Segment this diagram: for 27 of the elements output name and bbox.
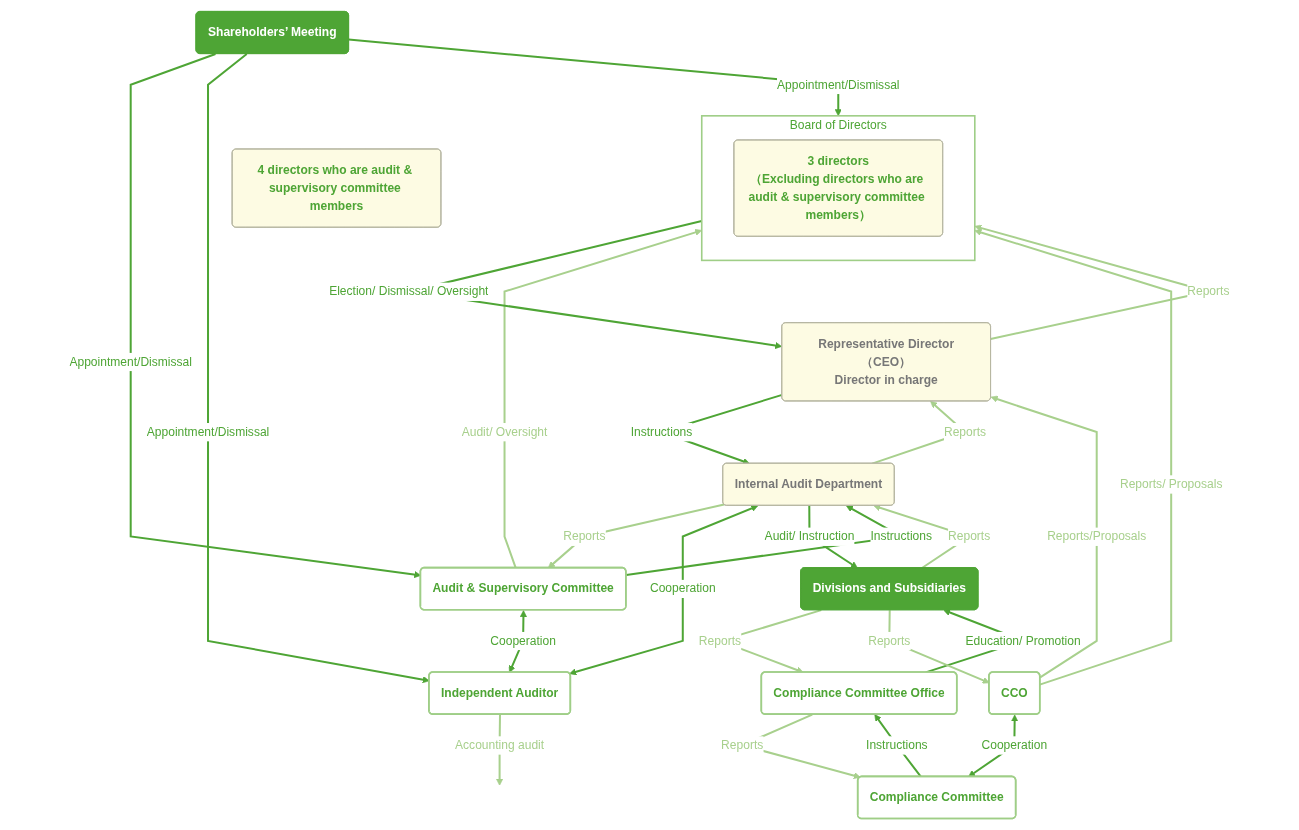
edge-label: Cooperation — [490, 633, 556, 648]
edge-label: Reports — [948, 529, 991, 543]
edge-label: Audit/ Instruction — [764, 529, 855, 543]
edge-label: Appointment/Dismissal — [69, 354, 193, 369]
edge-label: Reports — [698, 633, 742, 648]
arrow — [990, 395, 1098, 679]
edge-label: Reports — [721, 737, 764, 752]
edge-label: Reports — [1187, 284, 1230, 298]
edge-label: Election/ Dismissal/ Oversight — [329, 284, 489, 298]
arrow — [974, 229, 1173, 686]
edge-label: Reports — [868, 633, 911, 648]
arrow — [548, 503, 725, 569]
edge-label: Reports — [944, 424, 987, 439]
edge-label: Audit/ Oversight — [461, 424, 548, 439]
edge-label: Appointment/Dismissal — [146, 424, 270, 439]
edge-label: Reports — [563, 529, 606, 543]
edge-label: Reports/ Proposals — [1120, 476, 1223, 491]
arrow — [569, 505, 759, 676]
edge-label: Accounting audit — [455, 737, 545, 752]
edge-label: Reports/Proposals — [1047, 529, 1147, 543]
edge-label: Instructions — [866, 737, 928, 752]
edge-label: Cooperation — [650, 581, 716, 595]
edge-label: Instructions — [870, 529, 933, 543]
edge-label: Education/ Promotion — [965, 633, 1081, 648]
edge-label: Cooperation — [981, 737, 1048, 752]
edge-label: Instructions — [630, 424, 693, 439]
edge-label: Appointment/Dismissal — [777, 77, 900, 91]
